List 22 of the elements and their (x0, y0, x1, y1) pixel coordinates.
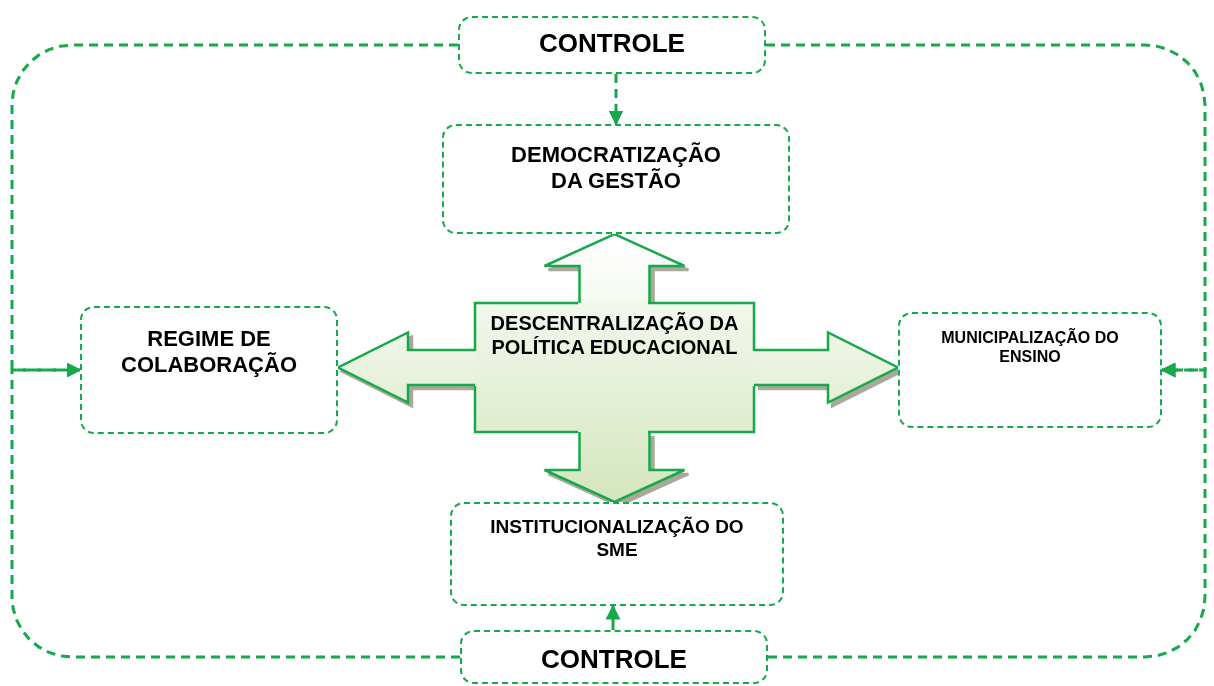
block-arrow (543, 232, 686, 305)
arrow (10, 362, 460, 659)
dashed-box (898, 312, 1162, 428)
block-arrow (335, 330, 477, 405)
dashed-box (450, 502, 784, 606)
dashed-box (458, 16, 766, 74)
box-label: MUNICIPALIZAÇÃO DO ENSINO (940, 328, 1120, 367)
dashed-box (80, 306, 338, 434)
box-label: CONTROLE (541, 644, 687, 676)
dashed-box (442, 124, 790, 234)
box-label: CONTROLE (539, 28, 685, 60)
arrow (605, 604, 621, 630)
block-arrow (752, 330, 901, 405)
box-label: REGIME DE COLABORAÇÃO (120, 326, 298, 379)
box-label: INSTITUCIONALIZAÇÃO DO SME (489, 516, 745, 562)
box-label: DEMOCRATIZAÇÃO DA GESTÃO (510, 142, 722, 195)
arrow (608, 74, 624, 126)
box-label: DESCENTRALIZAÇÃO DA POLÍTICA EDUCACIONAL (489, 311, 740, 359)
cross-arrow-center (475, 303, 754, 432)
arrow (768, 362, 1207, 659)
dashed-box (460, 630, 768, 684)
block-arrow (543, 430, 686, 504)
